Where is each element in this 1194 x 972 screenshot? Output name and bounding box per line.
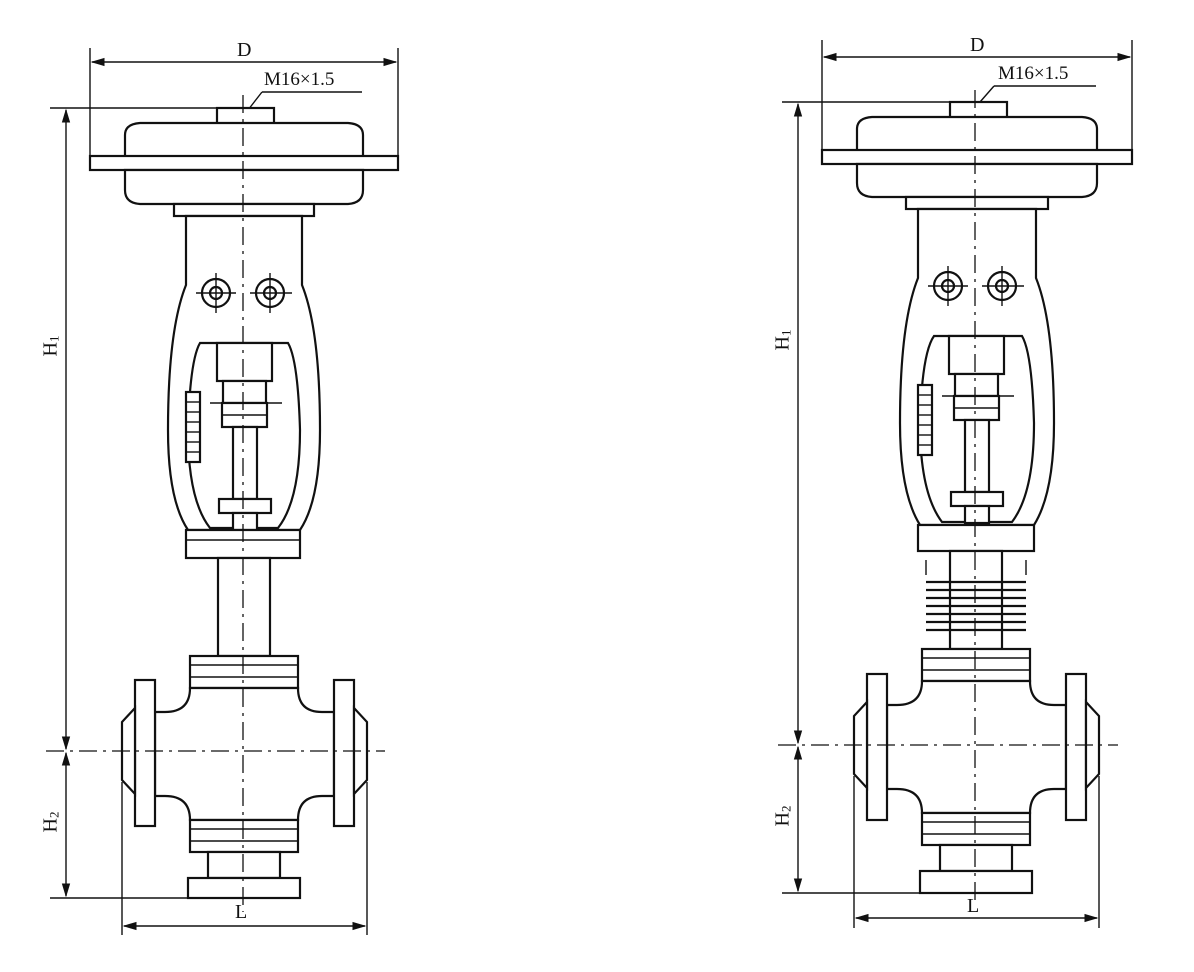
right-h2-letter: H — [771, 812, 794, 827]
left-h2-sub: 2 — [46, 811, 62, 819]
right-dimension-l-label: L — [967, 895, 980, 917]
right-dimension-d-label: D — [970, 34, 985, 56]
right-dimension-h2-label: H2 — [771, 805, 794, 827]
left-thread-label: M16×1.5 — [264, 69, 335, 90]
left-dimension-h1-label: H1 — [39, 335, 62, 357]
valve-view-left — [46, 48, 400, 935]
left-dimension-h2-label: H2 — [39, 811, 62, 833]
left-h1-sub: 1 — [46, 335, 62, 343]
left-dimension-l-label: L — [235, 901, 248, 923]
valve-view-right — [778, 40, 1134, 928]
right-h1-sub: 1 — [778, 329, 794, 337]
left-dimension-d-label: D — [237, 39, 252, 61]
left-h2-letter: H — [39, 818, 62, 833]
right-dimension-h1-label: H1 — [771, 329, 794, 351]
right-h2-sub: 2 — [778, 805, 794, 813]
right-h1-letter: H — [771, 336, 794, 351]
right-thread-label: M16×1.5 — [998, 63, 1069, 84]
left-h1-letter: H — [39, 342, 62, 357]
